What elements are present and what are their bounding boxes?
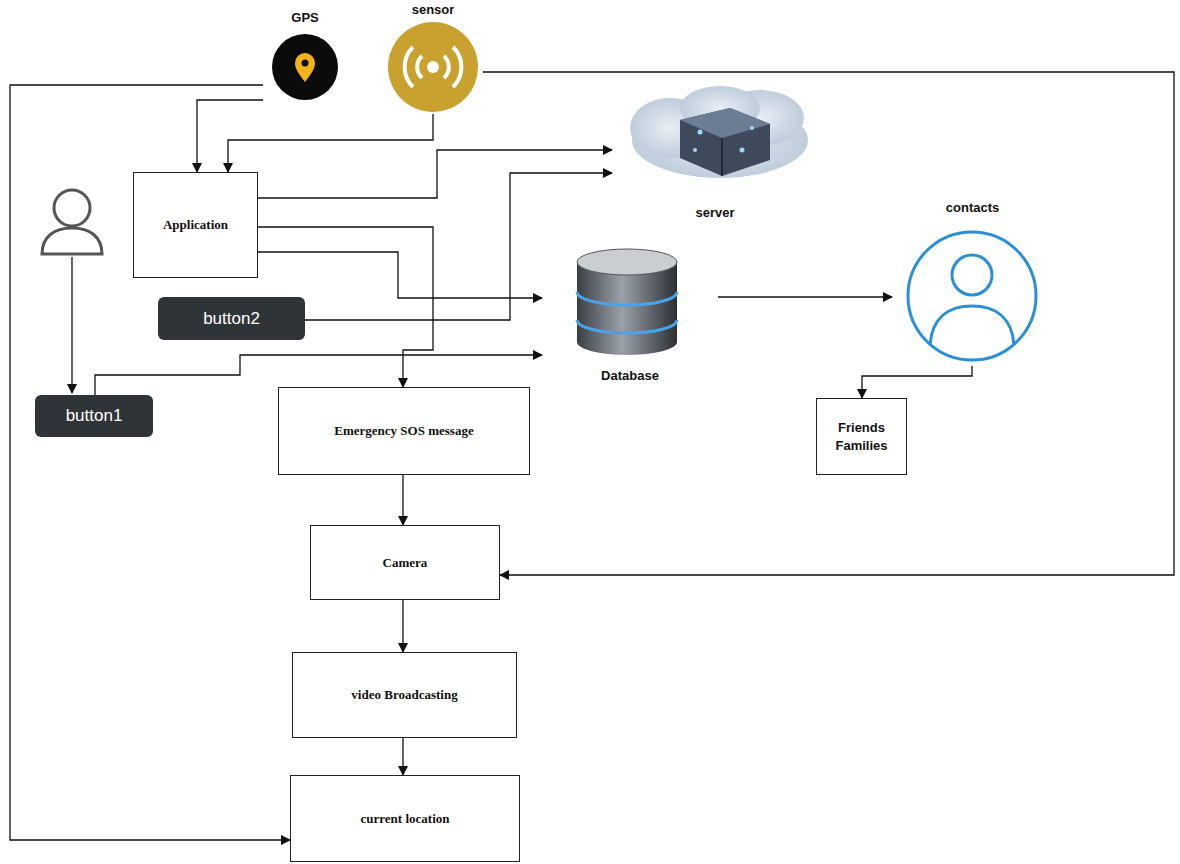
process-box: Application [133, 172, 258, 278]
box-label: Application [163, 216, 228, 234]
icon-label: server [612, 205, 818, 220]
button: button2 [158, 297, 305, 340]
connector-arrow [228, 114, 433, 172]
connector-arrow [197, 100, 263, 172]
gps-icon [272, 34, 338, 100]
icon-label: GPS [263, 10, 347, 25]
process-box: current location [290, 775, 520, 862]
database-icon [577, 249, 677, 355]
connector-arrow [402, 738, 403, 775]
gps-node: GPS [263, 8, 347, 108]
process-box: Camera [310, 525, 500, 600]
button-label: button2 [203, 309, 260, 329]
process-box: Friends Families [816, 398, 907, 475]
box-label: video Broadcasting [351, 686, 457, 704]
user-icon [42, 190, 102, 254]
database-node: Database [542, 245, 718, 385]
contacts-icon [908, 232, 1036, 360]
box-label: Friends Families [824, 419, 899, 454]
box-label: Emergency SOS message [334, 422, 473, 440]
connector-arrow [718, 296, 892, 297]
server-node: server [612, 85, 818, 222]
contacts-node: contacts [892, 198, 1053, 366]
box-label: Camera [383, 554, 428, 572]
sensor-node: sensor [383, 0, 483, 114]
process-box: Emergency SOS message [278, 387, 530, 475]
button: button1 [35, 395, 153, 437]
user-arrow [71, 257, 72, 393]
server-cloud [630, 86, 808, 178]
box-label: current location [361, 810, 450, 828]
icon-label: contacts [892, 200, 1053, 215]
connector-arrow [402, 600, 403, 652]
connector-arrow [483, 72, 1174, 575]
icon-label: sensor [383, 2, 483, 17]
button-label: button1 [66, 406, 123, 426]
process-box: video Broadcasting [292, 652, 517, 738]
connector-arrow [10, 85, 290, 840]
connector-arrow [258, 150, 612, 198]
connector-arrow [305, 173, 612, 320]
icon-label: Database [542, 368, 718, 383]
connector-arrow [258, 252, 542, 298]
sensor-icon [388, 22, 478, 112]
connector-arrow [402, 475, 403, 525]
connector-arrow [862, 366, 972, 398]
